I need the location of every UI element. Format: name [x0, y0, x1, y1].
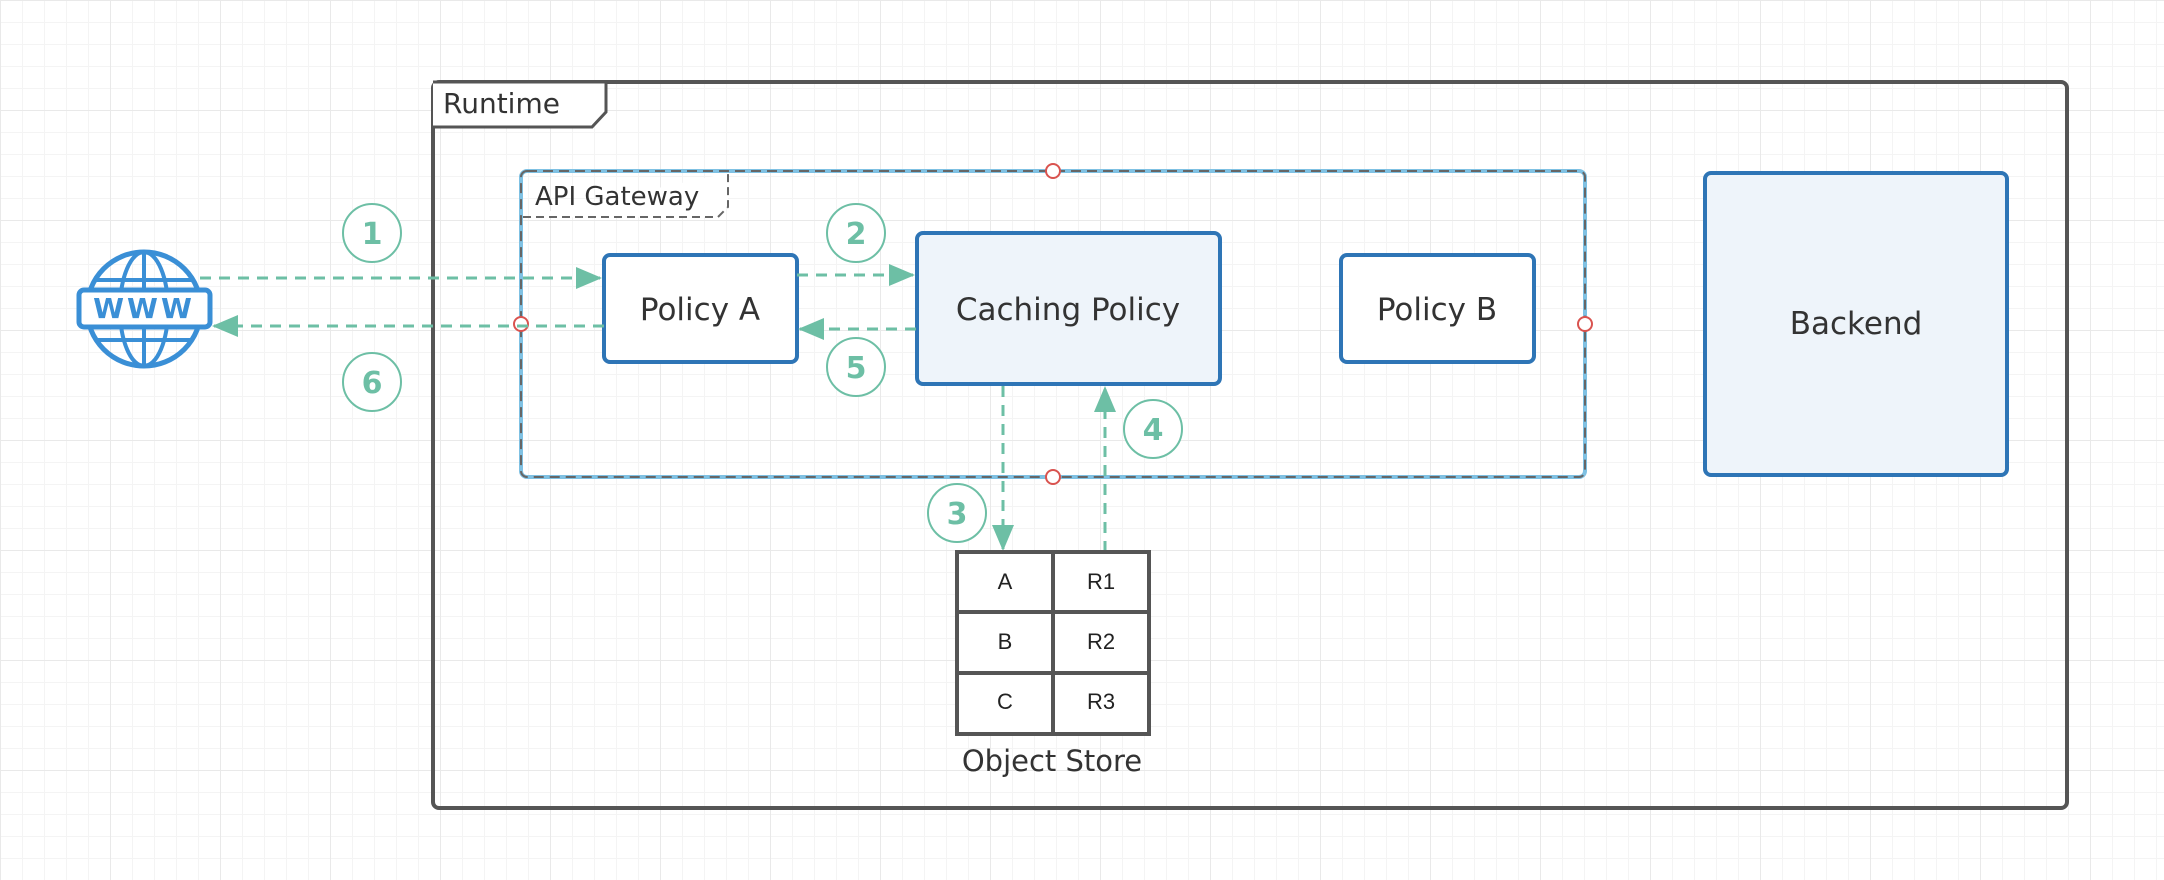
policy-a-node[interactable]: Policy A	[602, 253, 799, 364]
policy-a-label: Policy A	[640, 292, 760, 328]
object-store-key-1: A	[998, 569, 1013, 594]
connection-anchor-top[interactable]	[1045, 163, 1061, 179]
step-number-1: 1	[362, 217, 383, 252]
flow-arrows	[200, 264, 1116, 552]
backend-node[interactable]: Backend	[1703, 171, 2009, 477]
runtime-label: Runtime	[443, 87, 560, 120]
object-store-key-3: C	[997, 689, 1013, 714]
object-store-key-2: B	[998, 629, 1013, 654]
caching-policy-label: Caching Policy	[956, 292, 1180, 328]
api-gateway-label: API Gateway	[535, 182, 699, 212]
object-store-value-2: R2	[1087, 629, 1115, 654]
object-store-value-3: R3	[1087, 689, 1115, 714]
runtime-frame[interactable]: Runtime	[431, 80, 2069, 810]
step-badge-4: 4	[1123, 399, 1183, 459]
object-store-label: Object Store	[962, 744, 1142, 778]
step-badge-2: 2	[826, 203, 886, 263]
step-number-4: 4	[1143, 413, 1164, 448]
step-number-2: 2	[846, 217, 867, 252]
www-icon-text: WWW	[93, 292, 195, 325]
step-badge-5: 5	[826, 337, 886, 397]
step-badges: 1 2 3 4 5 6	[342, 203, 1183, 543]
step-badge-3: 3	[927, 483, 987, 543]
object-store[interactable]: A R1 B R2 C R3 Object Store	[955, 550, 1151, 778]
step-badge-1: 1	[342, 203, 402, 263]
step-number-5: 5	[846, 351, 867, 386]
policy-b-node[interactable]: Policy B	[1339, 253, 1536, 364]
step-number-3: 3	[947, 497, 968, 532]
www-globe-icon[interactable]: WWW	[76, 249, 213, 369]
backend-label: Backend	[1790, 306, 1923, 342]
connection-anchor-bottom[interactable]	[1045, 469, 1061, 485]
connection-anchor-left[interactable]	[513, 316, 529, 332]
caching-policy-node[interactable]: Caching Policy	[915, 231, 1222, 386]
step-badge-6: 6	[342, 352, 402, 412]
step-number-6: 6	[362, 366, 383, 401]
object-store-value-1: R1	[1087, 569, 1115, 594]
connection-anchor-right[interactable]	[1577, 316, 1593, 332]
policy-b-label: Policy B	[1377, 292, 1497, 328]
api-gateway-group[interactable]: API Gateway	[513, 163, 1593, 485]
